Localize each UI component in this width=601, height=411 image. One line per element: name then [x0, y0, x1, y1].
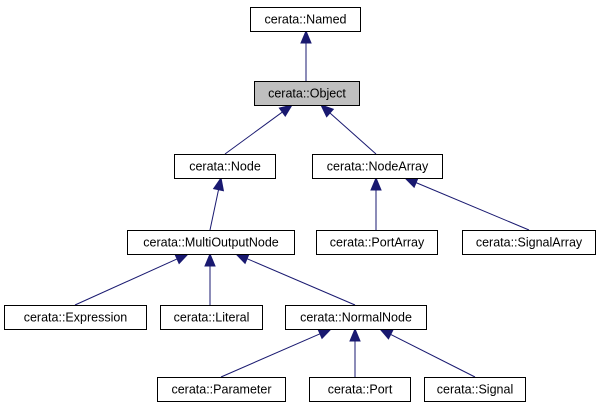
arrowhead-icon	[278, 104, 294, 118]
class-node-label: cerata::Literal	[174, 311, 250, 325]
class-node-label: cerata::NormalNode	[300, 311, 412, 325]
edge-expression-to-multioutputnode	[74, 253, 190, 306]
class-node-signalarray[interactable]: cerata::SignalArray	[462, 230, 596, 255]
class-node-named[interactable]: cerata::Named	[250, 7, 361, 32]
class-node-box[interactable]	[157, 377, 286, 402]
edge-object-to-named	[300, 29, 312, 81]
edge-nodearray-to-object	[320, 104, 377, 155]
arrowhead-icon	[349, 327, 361, 342]
class-node-label: cerata::Named	[265, 13, 347, 27]
class-node-expression[interactable]: cerata::Expression	[4, 305, 147, 330]
class-node-port[interactable]: cerata::Port	[309, 377, 411, 402]
edges-layer	[74, 29, 530, 378]
edge-parameter-to-normalnode	[220, 328, 333, 378]
edge-line	[74, 258, 178, 306]
edge-line	[415, 182, 530, 231]
edge-line	[224, 111, 283, 155]
edge-signal-to-normalnode	[378, 328, 476, 378]
class-node-label: cerata::NodeArray	[327, 160, 429, 174]
class-node-box[interactable]	[4, 305, 147, 330]
class-node-signal[interactable]: cerata::Signal	[424, 377, 526, 402]
arrowhead-icon	[317, 328, 333, 340]
edge-literal-to-multioutputnode	[204, 252, 216, 305]
edge-signalarray-to-nodearray	[403, 177, 530, 231]
class-node-box[interactable]	[254, 81, 360, 106]
arrowhead-icon	[300, 29, 312, 44]
arrowhead-icon	[378, 328, 394, 340]
edge-port-to-normalnode	[349, 327, 361, 377]
arrowhead-icon	[370, 176, 382, 191]
class-node-parameter[interactable]: cerata::Parameter	[157, 377, 286, 402]
class-node-label: cerata::Object	[268, 87, 346, 101]
edge-normalnode-to-multioutputnode	[234, 253, 356, 306]
arrowhead-icon	[403, 177, 419, 189]
class-node-node[interactable]: cerata::Node	[174, 154, 276, 179]
class-node-label: cerata::MultiOutputNode	[143, 236, 279, 250]
arrowhead-icon	[234, 253, 250, 265]
class-node-box[interactable]	[174, 154, 276, 179]
edge-line	[390, 333, 476, 378]
class-node-object[interactable]: cerata::Object	[254, 81, 360, 106]
class-node-box[interactable]	[250, 7, 361, 32]
class-node-label: cerata::Signal	[437, 383, 513, 397]
arrowhead-icon	[174, 253, 190, 265]
class-node-box[interactable]	[160, 305, 263, 330]
edge-line	[246, 258, 356, 306]
arrowhead-icon	[320, 104, 335, 118]
class-node-box[interactable]	[462, 230, 596, 255]
edge-node-to-object	[224, 104, 294, 155]
class-node-multioutputnode[interactable]: cerata::MultiOutputNode	[127, 230, 295, 255]
class-node-label: cerata::Parameter	[171, 383, 271, 397]
class-node-label: cerata::SignalArray	[476, 236, 583, 250]
class-node-normalnode[interactable]: cerata::NormalNode	[285, 305, 427, 330]
class-node-literal[interactable]: cerata::Literal	[160, 305, 263, 330]
class-node-box[interactable]	[127, 230, 295, 255]
class-node-nodearray[interactable]: cerata::NodeArray	[312, 154, 443, 179]
edge-line	[209, 189, 220, 231]
edge-portarray-to-nodearray	[370, 176, 382, 230]
arrowhead-icon	[204, 252, 216, 267]
class-node-box[interactable]	[312, 154, 443, 179]
class-node-label: cerata::PortArray	[330, 236, 425, 250]
class-node-label: cerata::Expression	[24, 311, 128, 325]
class-node-box[interactable]	[309, 377, 411, 402]
class-node-box[interactable]	[424, 377, 526, 402]
edge-multioutputnode-to-node	[209, 176, 225, 231]
edge-line	[220, 333, 321, 378]
class-node-label: cerata::Node	[189, 160, 261, 174]
class-node-portarray[interactable]: cerata::PortArray	[316, 230, 438, 255]
edge-line	[329, 112, 377, 155]
class-node-label: cerata::Port	[328, 383, 393, 397]
arrowhead-icon	[212, 176, 225, 192]
class-node-box[interactable]	[316, 230, 438, 255]
class-node-box[interactable]	[285, 305, 427, 330]
